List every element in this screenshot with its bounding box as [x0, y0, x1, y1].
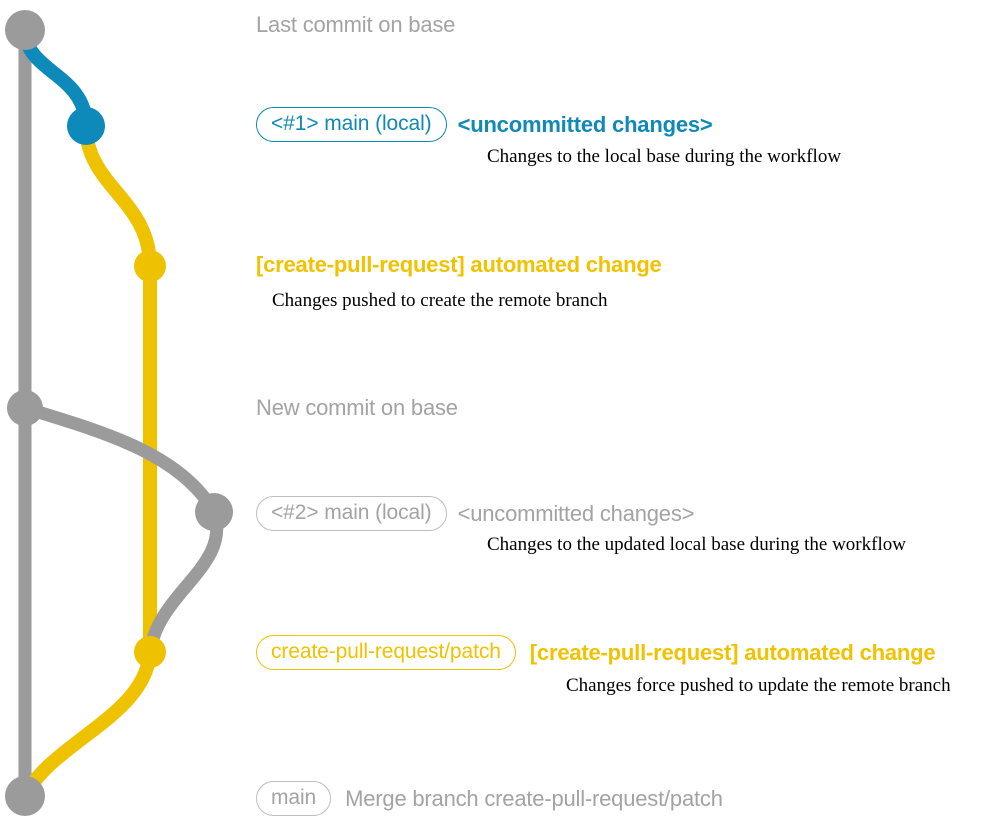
commit-subject: [create-pull-request] automated change	[256, 252, 662, 277]
graph-row-new-commit-on-base: New commit on base	[256, 397, 458, 419]
commit-node-local-commit-2[interactable]	[195, 493, 233, 531]
commit-note-local-change-2: Changes to the updated local base during…	[487, 534, 906, 555]
commit-subject: [create-pull-request] automated change	[529, 639, 936, 665]
commit-node-local-commit-1[interactable]	[67, 107, 105, 145]
commit-subject: <uncommitted changes>	[457, 111, 713, 137]
commit-node-base-head[interactable]	[5, 10, 45, 50]
commit-subject: <uncommitted changes>	[457, 500, 695, 526]
remote-branch-line-1	[79, 119, 157, 659]
ref-badge-main[interactable]: main	[256, 781, 332, 816]
commit-subject: Last commit on base	[256, 12, 456, 37]
commit-note-automated-change-1: Changes pushed to create the remote bran…	[272, 290, 608, 311]
graph-row-merge-commit: main Merge branch create-pull-request/pa…	[256, 781, 723, 816]
graph-row-local-change-2: <#2> main (local) <uncommitted changes>	[256, 496, 694, 531]
commit-node-merge-commit[interactable]	[5, 776, 45, 816]
graph-row-last-commit-on-base: Last commit on base	[256, 14, 455, 36]
updated-local-branch-line	[18, 401, 224, 659]
commit-note-local-change-1: Changes to the local base during the wor…	[487, 146, 842, 167]
commit-node-remote-commit-1[interactable]	[134, 250, 166, 282]
ref-badge-local-2[interactable]: <#2> main (local)	[256, 496, 447, 531]
commit-node-base-commit-2[interactable]	[7, 390, 43, 426]
graph-row-automated-change-2: create-pull-request/patch [create-pull-r…	[256, 635, 936, 670]
ref-badge-remote-branch[interactable]: create-pull-request/patch	[256, 635, 516, 670]
merge-branch-line	[18, 645, 157, 803]
ref-badge-local-1[interactable]: <#1> main (local)	[256, 107, 447, 142]
commit-subject: Merge branch create-pull-request/patch	[345, 785, 723, 811]
graph-row-automated-change-1: [create-pull-request] automated change	[256, 254, 662, 276]
commit-note-automated-change-2: Changes force pushed to update the remot…	[566, 675, 951, 696]
commit-node-remote-commit-2[interactable]	[134, 636, 166, 668]
graph-row-local-change-1: <#1> main (local) <uncommitted changes>	[256, 107, 713, 142]
commit-subject: New commit on base	[256, 395, 458, 420]
